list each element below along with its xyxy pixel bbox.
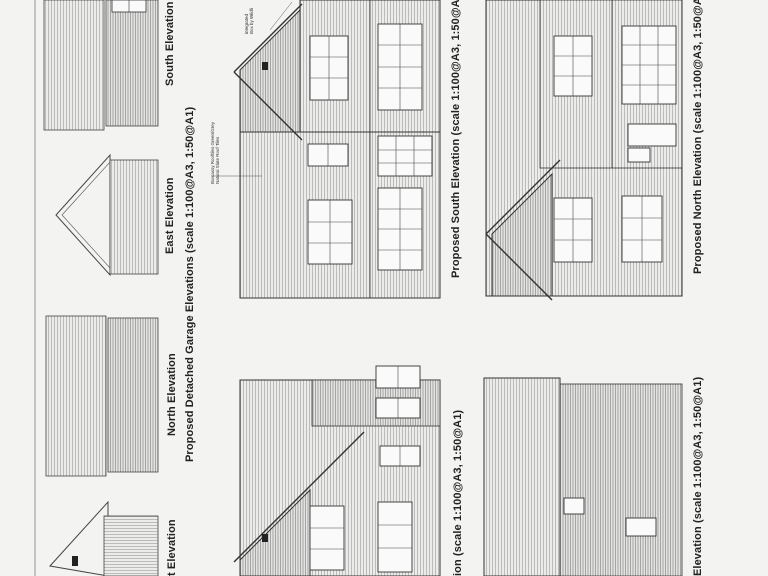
note-integrated-line2: Box by Wildli [249, 8, 254, 34]
garage-north-elevation [45, 315, 159, 477]
house-north-elevation [485, 0, 683, 301]
garage-elevations-title: Proposed Detached Garage Elevations (sca… [184, 106, 196, 462]
note-integrated-box: integrated Box by Wildli [244, 8, 254, 34]
label-north-elevation: North Elevation [166, 353, 178, 436]
partial-elevation-title-right: Elevation (scale 1:100@A3, 1:50@A1) [692, 376, 704, 576]
note-roof-line2: Natural Slate Roof Tiles [215, 136, 220, 184]
label-east-elevation: East Elevation [164, 177, 176, 254]
garage-south-elevation [34, 0, 159, 576]
partial-elevation-title-middle: ion (scale 1:100@A3, 1:50@A1) [452, 409, 464, 576]
proposed-south-elevation-title: Proposed South Elevation (scale 1:100@A3… [450, 0, 462, 278]
house-east-elevation-partial [483, 377, 683, 576]
garage-east-elevation [55, 153, 159, 277]
garage-west-elevation [49, 500, 159, 576]
proposed-north-elevation-title: Proposed North Elevation (scale 1:100@A3… [692, 0, 704, 274]
house-west-elevation-partial [233, 365, 441, 576]
house-south-elevation [212, 0, 441, 299]
label-west-elevation: t Elevation [166, 519, 178, 576]
label-south-elevation: South Elevation [164, 1, 176, 86]
note-roof-tiles: Burcassy Rooftiles Green/Grey Natural Sl… [210, 122, 220, 184]
